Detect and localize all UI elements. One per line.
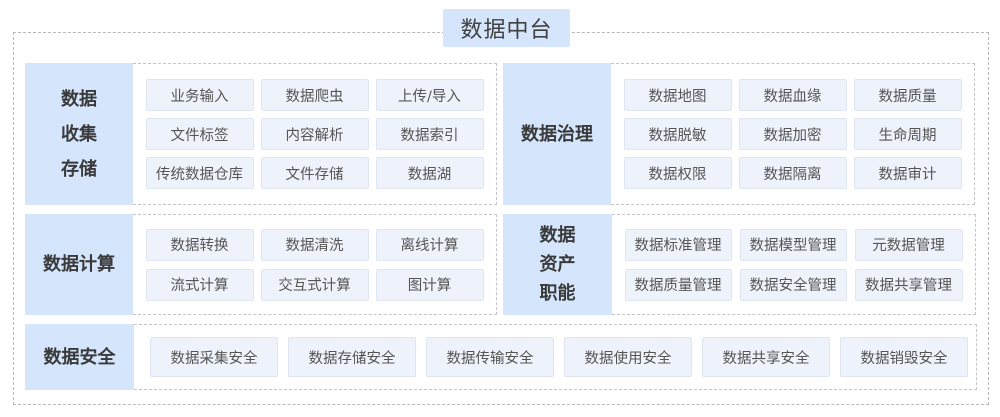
item-data-isolation: 数据隔离 bbox=[738, 157, 847, 189]
item-data-masking: 数据脱敏 bbox=[623, 118, 732, 150]
item-graph-compute: 图计算 bbox=[375, 268, 484, 301]
block-data-collection-storage: 数据 收集 存储 业务输入 数据爬虫 上传/导入 文件标签 内容解析 数据索引 … bbox=[25, 63, 497, 205]
item-upload-import: 上传/导入 bbox=[375, 79, 484, 111]
item-data-quality-mgmt: 数据质量管理 bbox=[624, 268, 732, 301]
item-business-input: 业务输入 bbox=[145, 79, 254, 111]
item-web-crawler: 数据爬虫 bbox=[260, 79, 369, 111]
item-data-index: 数据索引 bbox=[375, 118, 484, 150]
block-label: 数据安全 bbox=[25, 324, 134, 390]
item-traditional-warehouse: 传统数据仓库 bbox=[145, 157, 254, 189]
item-data-quality: 数据质量 bbox=[853, 79, 962, 111]
item-collection-security: 数据采集安全 bbox=[150, 337, 278, 377]
label-line: 存储 bbox=[61, 158, 97, 180]
item-metadata-mgmt: 元数据管理 bbox=[854, 228, 963, 261]
item-panel: 数据地图 数据血缘 数据质量 数据脱敏 数据加密 生命周期 数据权限 数据隔离 … bbox=[611, 63, 975, 205]
item-data-lake: 数据湖 bbox=[375, 157, 484, 189]
label-line: 收集 bbox=[61, 123, 97, 145]
item-stream-compute: 流式计算 bbox=[145, 268, 254, 301]
item-interactive-compute: 交互式计算 bbox=[260, 268, 369, 301]
item-sharing-security: 数据共享安全 bbox=[702, 337, 830, 377]
item-file-tagging: 文件标签 bbox=[145, 118, 254, 150]
block-label: 数据计算 bbox=[25, 214, 133, 315]
item-offline-compute: 离线计算 bbox=[375, 228, 484, 261]
item-data-model-mgmt: 数据模型管理 bbox=[739, 228, 847, 261]
label-line: 数据 bbox=[539, 225, 576, 246]
item-panel: 业务输入 数据爬虫 上传/导入 文件标签 内容解析 数据索引 传统数据仓库 文件… bbox=[133, 63, 497, 205]
item-data-cleansing: 数据清洗 bbox=[260, 228, 369, 261]
block-data-security: 数据安全 数据采集安全 数据存储安全 数据传输安全 数据使用安全 数据共享安全 … bbox=[25, 324, 977, 390]
item-data-map: 数据地图 bbox=[623, 79, 732, 111]
diagram-title: 数据中台 bbox=[443, 9, 570, 47]
item-destruction-security: 数据销毁安全 bbox=[840, 337, 968, 377]
item-data-sharing-mgmt: 数据共享管理 bbox=[854, 268, 963, 301]
label-line: 资产 bbox=[539, 254, 576, 275]
item-panel: 数据标准管理 数据模型管理 元数据管理 数据质量管理 数据安全管理 数据共享管理 bbox=[612, 214, 976, 315]
item-content-parsing: 内容解析 bbox=[260, 118, 369, 150]
item-storage-security: 数据存储安全 bbox=[288, 337, 416, 377]
block-data-governance: 数据治理 数据地图 数据血缘 数据质量 数据脱敏 数据加密 生命周期 数据权限 … bbox=[503, 63, 975, 205]
item-data-standard-mgmt: 数据标准管理 bbox=[624, 228, 732, 261]
item-data-permission: 数据权限 bbox=[623, 157, 732, 189]
item-data-encryption: 数据加密 bbox=[738, 118, 847, 150]
item-panel: 数据转换 数据清洗 离线计算 流式计算 交互式计算 图计算 bbox=[133, 214, 497, 315]
item-data-security-mgmt: 数据安全管理 bbox=[739, 268, 847, 301]
item-file-storage: 文件存储 bbox=[260, 157, 369, 189]
item-data-audit: 数据审计 bbox=[853, 157, 962, 189]
block-label: 数据 收集 存储 bbox=[25, 63, 133, 205]
block-label: 数据 资产 职能 bbox=[503, 214, 612, 315]
label-line: 数据 bbox=[61, 88, 97, 110]
block-label: 数据治理 bbox=[503, 63, 611, 205]
item-usage-security: 数据使用安全 bbox=[564, 337, 692, 377]
item-data-transform: 数据转换 bbox=[145, 228, 254, 261]
item-lifecycle: 生命周期 bbox=[853, 118, 962, 150]
item-panel: 数据采集安全 数据存储安全 数据传输安全 数据使用安全 数据共享安全 数据销毁安… bbox=[134, 324, 977, 390]
item-transmission-security: 数据传输安全 bbox=[426, 337, 554, 377]
block-data-compute: 数据计算 数据转换 数据清洗 离线计算 流式计算 交互式计算 图计算 bbox=[25, 214, 497, 315]
label-line: 职能 bbox=[539, 283, 576, 304]
block-data-assets: 数据 资产 职能 数据标准管理 数据模型管理 元数据管理 数据质量管理 数据安全… bbox=[503, 214, 976, 315]
item-data-lineage: 数据血缘 bbox=[738, 79, 847, 111]
